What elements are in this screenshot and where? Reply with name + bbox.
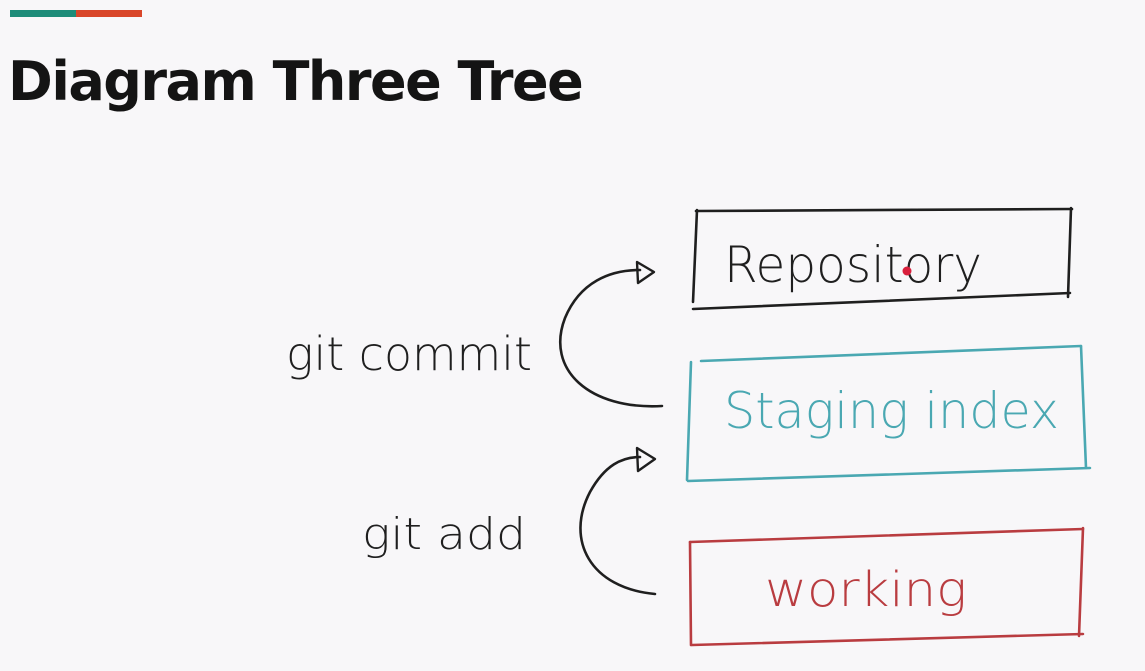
repository-box: Repository	[691, 206, 1074, 311]
working-box: working	[688, 526, 1085, 647]
accent-bar-green	[10, 10, 76, 17]
add-arrow	[579, 446, 657, 596]
git-add-label: git add	[362, 509, 526, 560]
staging-index-box: Staging index	[685, 344, 1092, 483]
slide-title: Diagram Three Tree	[8, 50, 584, 113]
working-label: working	[765, 562, 967, 618]
staging-index-label: Staging index	[724, 382, 1059, 440]
git-commit-label: git commit	[286, 327, 532, 381]
repository-label: Repository	[724, 236, 982, 294]
laser-pointer-dot-icon	[902, 266, 912, 276]
commit-arrow	[558, 260, 664, 408]
accent-bar-orange	[76, 10, 142, 17]
